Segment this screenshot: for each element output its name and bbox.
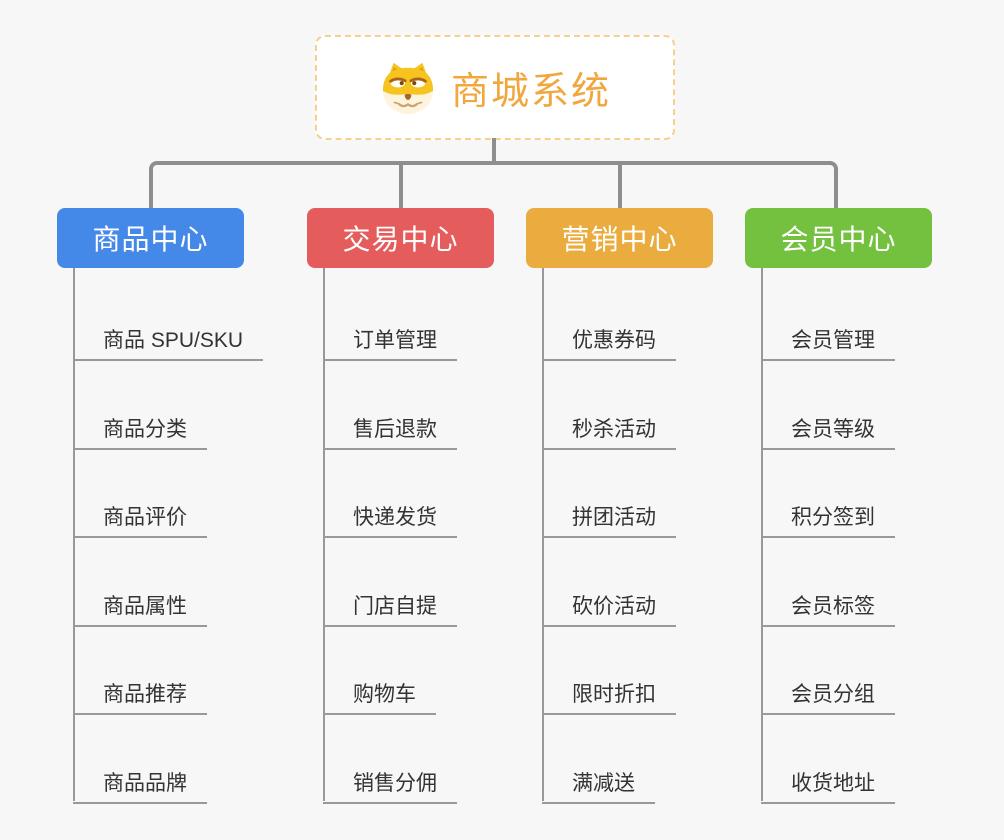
- child-node[interactable]: 订单管理: [323, 328, 457, 361]
- connector-root-stub: [492, 138, 496, 165]
- child-node[interactable]: 秒杀活动: [542, 417, 676, 450]
- child-node[interactable]: 门店自提: [323, 594, 457, 627]
- branch-trunk-line: [542, 268, 544, 801]
- child-node[interactable]: 会员分组: [761, 682, 895, 716]
- child-node[interactable]: 拼团活动: [542, 505, 676, 539]
- branch-group-marketing: 营销中心 优惠券码秒杀活动拼团活动砍价活动限时折扣满减送: [526, 0, 782, 840]
- child-node[interactable]: 商品属性: [73, 594, 207, 627]
- branch-label: 营销中心: [561, 224, 678, 255]
- child-node[interactable]: 快递发货: [323, 505, 457, 539]
- child-node[interactable]: 限时折扣: [542, 682, 676, 716]
- branch-group-trade: 交易中心 订单管理售后退款快递发货门店自提购物车销售分佣: [307, 0, 563, 840]
- child-node[interactable]: 商品 SPU/SKU: [73, 328, 264, 361]
- child-node[interactable]: 购物车: [323, 682, 436, 716]
- child-node[interactable]: 商品推荐: [73, 682, 207, 716]
- connector-drop-branch3: [618, 161, 622, 210]
- branch-trunk-line: [323, 268, 325, 801]
- connector-drop-branch2: [399, 161, 403, 210]
- child-node[interactable]: 积分签到: [761, 505, 895, 539]
- branch-group-product: 商品中心 商品 SPU/SKU 商品分类商品评价商品属性商品推荐商品品牌: [57, 0, 313, 840]
- child-node[interactable]: 收货地址: [761, 771, 895, 804]
- dog-face-icon: [382, 62, 434, 114]
- child-node[interactable]: 销售分佣: [323, 771, 457, 804]
- branch-node-marketing[interactable]: 营销中心: [526, 208, 713, 268]
- branch-node-member[interactable]: 会员中心: [745, 208, 932, 268]
- branch-label: 交易中心: [342, 224, 459, 255]
- branch-trunk-line: [73, 268, 75, 801]
- child-node[interactable]: 优惠券码: [542, 328, 676, 361]
- child-node[interactable]: 商品分类: [73, 417, 207, 450]
- connector-elbow-left: [149, 161, 494, 210]
- child-node[interactable]: 商品评价: [73, 505, 207, 539]
- branch-trunk-line: [761, 268, 763, 801]
- branch-node-trade[interactable]: 交易中心: [307, 208, 494, 268]
- child-node[interactable]: 商品品牌: [73, 771, 207, 804]
- child-node[interactable]: 满减送: [542, 771, 655, 804]
- child-node[interactable]: 售后退款: [323, 417, 457, 450]
- root-node[interactable]: 商城系统: [315, 35, 675, 140]
- root-title: 商城系统: [450, 71, 611, 113]
- child-node[interactable]: 会员管理: [761, 328, 895, 361]
- branch-node-product[interactable]: 商品中心: [57, 208, 244, 268]
- child-node[interactable]: 会员等级: [761, 417, 895, 450]
- branch-group-member: 会员中心 会员管理会员等级积分签到会员标签会员分组收货地址: [745, 0, 1001, 840]
- child-node[interactable]: 会员标签: [761, 594, 895, 627]
- child-node[interactable]: 砍价活动: [542, 594, 676, 627]
- branch-label: 会员中心: [780, 224, 897, 255]
- branch-label: 商品中心: [92, 224, 209, 255]
- connector-elbow-right: [494, 161, 838, 210]
